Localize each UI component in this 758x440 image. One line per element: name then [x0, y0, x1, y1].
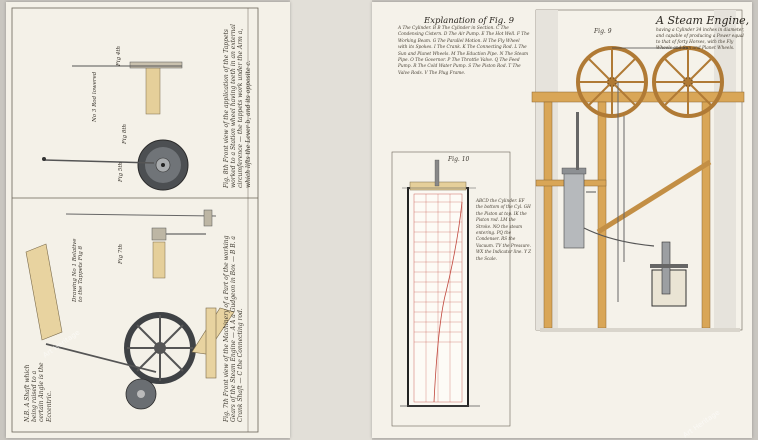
gear-train-fig7: [124, 312, 196, 410]
ratchet-wheel-fig8: [137, 139, 189, 191]
rod-caption: No 3 Rod lowered: [92, 71, 98, 122]
right-plate: Explanation of Fig. 9 A The Cylinder. B …: [372, 2, 752, 438]
fig10-label: Fig. 10: [448, 156, 470, 163]
cylinder-section-fig10: [400, 159, 480, 407]
plate-subtitle: having a Cylinder 34 inches in diameter,…: [656, 28, 745, 51]
right-plate-drawings: [391, 9, 745, 427]
drawing-caption: Drawing No 1 Relative to the Tappets Fig…: [72, 238, 84, 302]
fig9-label: Fig. 9: [594, 28, 612, 35]
fig7-label: Fig 7th: [118, 243, 124, 264]
flywheels: [576, 46, 724, 118]
book-gutter: [290, 0, 372, 440]
explanation-body: A The Cylinder. B B The Cylinder in Sect…: [398, 26, 530, 76]
air-pump: [583, 227, 688, 307]
fig5-label: Fig 5th: [118, 161, 124, 182]
bottom-note: N.B. A Shaft which being raised to a cer…: [24, 362, 53, 422]
fig7-description: Fig. 7th Front view of the Machinery of …: [223, 235, 245, 423]
fig10-legend: ABCD the Cylinder. EF the bottom of the …: [476, 198, 532, 261]
fig8-label: Fig 8th: [122, 123, 128, 144]
left-plate: Fig 4th Fig 5th Fig 7th Fig 8th No 3 Rod…: [6, 2, 290, 438]
plate-title: A Steam Engine,: [656, 14, 750, 27]
fig4-label: Fig 4th: [116, 45, 122, 66]
explanation-title: Explanation of Fig. 9: [424, 16, 515, 26]
fig8-description: Fig. 8th Front view of the application o…: [223, 24, 252, 188]
left-plate-drawings: [11, 7, 259, 433]
engine-cylinder: [561, 112, 596, 249]
